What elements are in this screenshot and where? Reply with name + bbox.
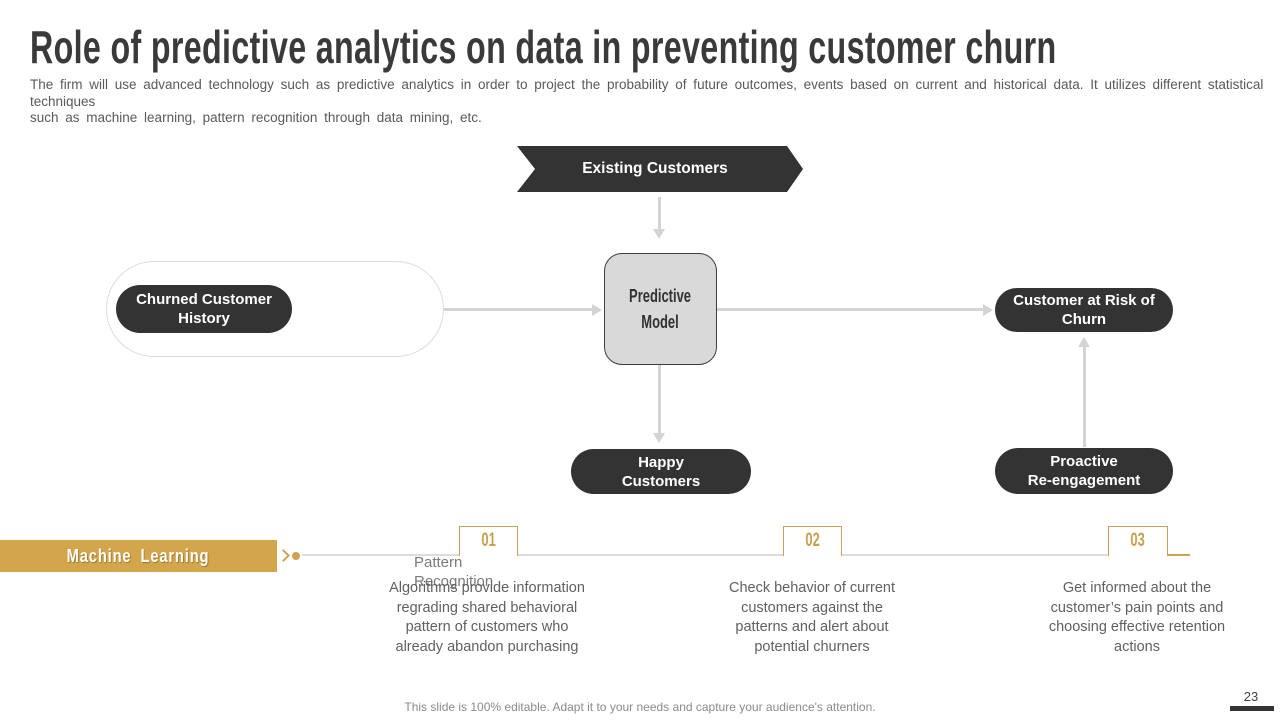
machine-learning-banner: Machine Learning xyxy=(0,540,277,572)
page-subtitle: The firm will use advanced technology su… xyxy=(30,77,1264,125)
connector-group-to-model xyxy=(444,308,592,311)
page-number-underline xyxy=(1230,706,1274,711)
step-number: 02 xyxy=(805,530,820,552)
happy-customers-label: Happy Customers xyxy=(621,453,701,490)
chevron-right-icon xyxy=(277,549,290,562)
timeline-line xyxy=(302,554,1190,556)
happy-customers-pill: Happy Customers xyxy=(571,449,751,494)
arrowhead-down-icon xyxy=(653,229,665,239)
step-marker-03: 03 xyxy=(1108,526,1168,556)
churned-customer-history-pill: Churned Customer History xyxy=(116,285,292,333)
customer-at-risk-pill: Customer at Risk of Churn xyxy=(995,288,1173,332)
arrowhead-right-icon xyxy=(592,303,602,316)
timeline-line-end xyxy=(1168,554,1190,556)
arrowhead-up-icon xyxy=(1078,337,1090,347)
step-number: 01 xyxy=(481,530,496,552)
step-description-02: Check behavior of current customers agai… xyxy=(728,580,896,655)
arrowhead-down-icon xyxy=(653,433,665,443)
page-title: Role of predictive analytics on data in … xyxy=(30,21,1057,73)
footer-note: This slide is 100% editable. Adapt it to… xyxy=(404,700,876,714)
proactive-reengagement-pill: Proactive Re-engagement xyxy=(995,448,1173,494)
step-marker-02: 02 xyxy=(783,526,842,556)
existing-customers-label: Existing Customers xyxy=(582,160,728,177)
page-number: 23 xyxy=(1243,689,1259,704)
predictive-model-label: Predictive Model xyxy=(629,286,692,332)
step-description-03: Get informed about the customer’s pain p… xyxy=(1048,580,1226,655)
predictive-model-box: Predictive Model xyxy=(604,253,717,365)
machine-learning-label: Machine Learning xyxy=(67,545,210,566)
pattern-recognition-label: Pattern Recognition xyxy=(414,554,494,590)
connector-model-to-happy xyxy=(658,365,661,433)
step-description-01: Algorithms provide information regrading… xyxy=(389,580,585,655)
arrowhead-right-icon xyxy=(983,303,993,316)
customer-at-risk-label: Customer at Risk of Churn xyxy=(1013,292,1155,328)
step-number: 03 xyxy=(1130,530,1146,552)
proactive-reengagement-label: Proactive Re-engagement xyxy=(1027,453,1141,489)
step-marker-01: 01 xyxy=(459,526,518,556)
timeline-dot-icon xyxy=(292,552,300,560)
connector-proactive-to-risk xyxy=(1083,347,1086,447)
existing-customers-banner: Existing Customers xyxy=(517,146,803,192)
connector-model-to-risk xyxy=(717,308,983,311)
churned-customer-history-label: Churned Customer History xyxy=(136,291,272,327)
connector-banner-to-model xyxy=(658,197,661,229)
